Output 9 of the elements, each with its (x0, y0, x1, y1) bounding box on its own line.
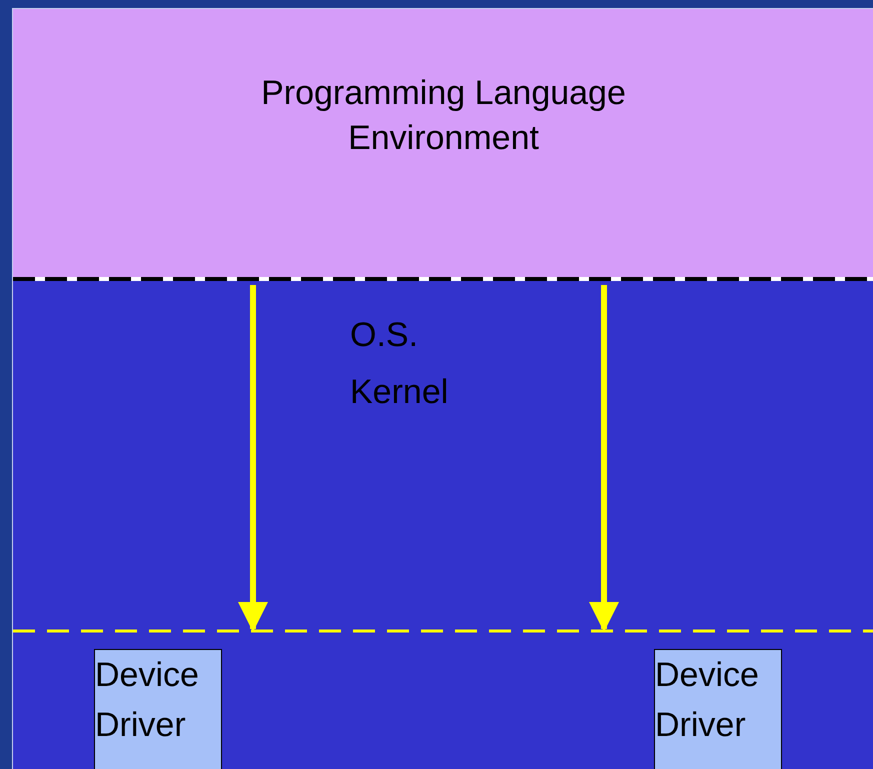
arrow (589, 285, 619, 632)
layer-band (13, 9, 873, 279)
layer-label: O.S. Kernel (350, 315, 450, 413)
layer-label: Programming Language Environment (260, 73, 627, 159)
layer-label: Device Driver (95, 655, 200, 746)
arrow (238, 285, 268, 632)
driver-box (654, 649, 782, 769)
layer-label: Device Driver (655, 655, 760, 746)
driver-box (94, 649, 222, 769)
